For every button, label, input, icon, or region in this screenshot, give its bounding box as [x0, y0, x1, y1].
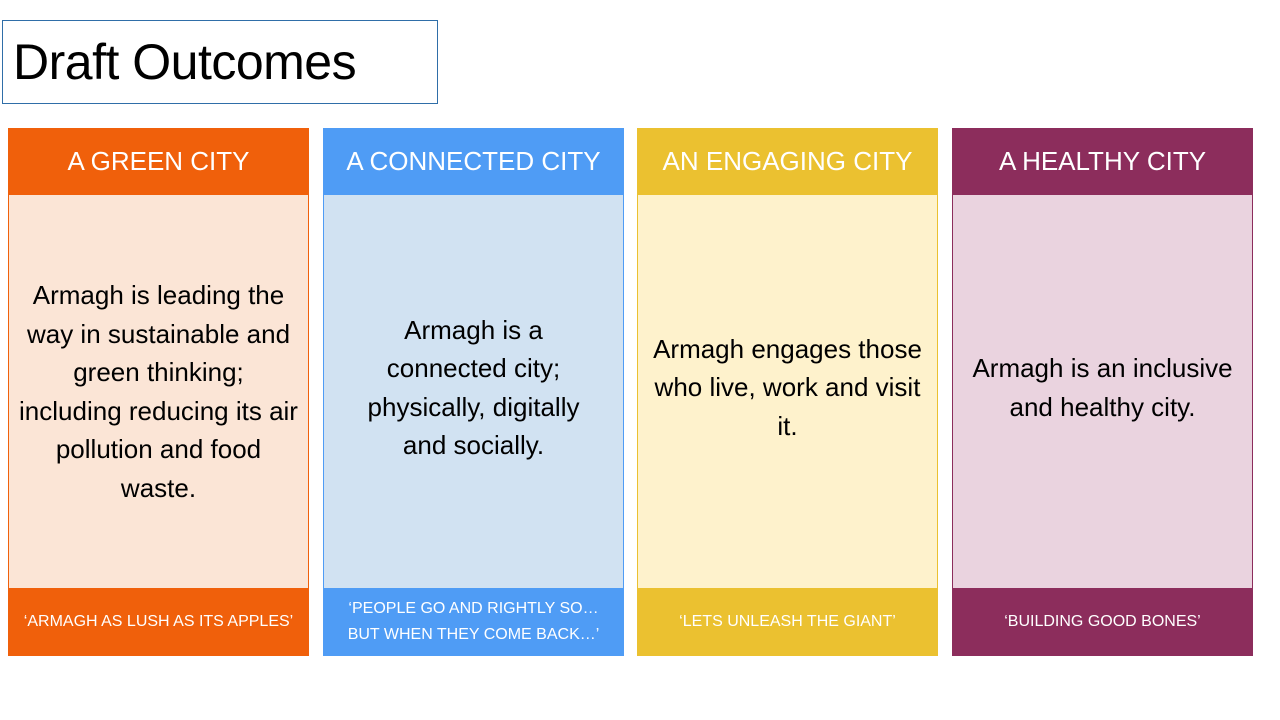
outcome-card-description: Armagh is a connected city; physically, … [367, 314, 580, 461]
outcome-card-quote: ‘ARMAGH AS LUSH AS ITS APPLES’ [8, 588, 309, 656]
outcome-card-description: Armagh is an inclusive and healthy city. [972, 353, 1233, 422]
outcome-card-body: Armagh is a connected city; physically, … [323, 195, 624, 588]
outcome-card-description: Armagh engages those who live, work and … [653, 333, 922, 441]
outcome-card-header: A CONNECTED CITY [323, 128, 624, 195]
outcome-card-healthy: A HEALTHY CITY Armagh is an inclusive an… [952, 128, 1253, 656]
outcome-card-quote: ‘PEOPLE GO AND RIGHTLY SO… BUT WHEN THEY… [323, 588, 624, 656]
outcome-card-description: Armagh is leading the way in sustainable… [19, 280, 298, 503]
slide-title: Draft Outcomes [13, 34, 357, 90]
outcome-card-engaging: AN ENGAGING CITY Armagh engages those wh… [637, 128, 938, 656]
outcome-card-header: A HEALTHY CITY [952, 128, 1253, 195]
outcome-card-body: Armagh is an inclusive and healthy city. [952, 195, 1253, 588]
title-box: Draft Outcomes [2, 20, 438, 104]
outcome-card-header: A GREEN CITY [8, 128, 309, 195]
outcome-card-body: Armagh is leading the way in sustainable… [8, 195, 309, 588]
outcome-card-green: A GREEN CITY Armagh is leading the way i… [8, 128, 309, 656]
outcome-card-header: AN ENGAGING CITY [637, 128, 938, 195]
outcome-card-connected: A CONNECTED CITY Armagh is a connected c… [323, 128, 624, 656]
outcome-card-quote: ‘LETS UNLEASH THE GIANT’ [637, 588, 938, 656]
outcome-card-quote: ‘BUILDING GOOD BONES’ [952, 588, 1253, 656]
outcome-card-body: Armagh engages those who live, work and … [637, 195, 938, 588]
